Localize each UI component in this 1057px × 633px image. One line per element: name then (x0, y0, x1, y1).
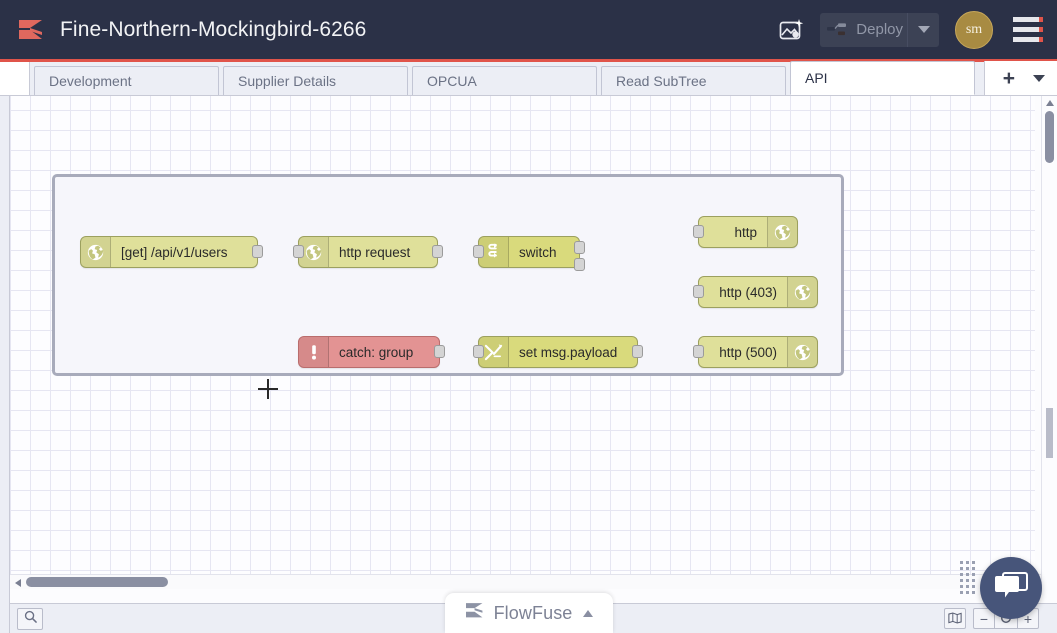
node-label: set msg.payload (519, 344, 618, 360)
tab-supplier-details[interactable]: Supplier Details (223, 66, 408, 95)
tab-api[interactable]: API (790, 61, 975, 95)
node-input-port[interactable] (473, 345, 484, 358)
flowfuse-logo-icon (465, 601, 487, 626)
node-label: catch: group (339, 344, 414, 360)
header-actions: Deploy sm (770, 9, 1057, 51)
ai-image-sparkle-icon[interactable] (770, 9, 812, 51)
node-catch[interactable]: catch: group (298, 336, 445, 368)
node-output-port[interactable] (252, 245, 263, 258)
deploy-dropdown-button[interactable] (907, 12, 939, 47)
node-switch[interactable]: switch (473, 236, 585, 271)
node-label: http (734, 224, 757, 240)
hamburger-menu-icon[interactable] (1013, 17, 1043, 42)
tabbar-left-stub (0, 62, 30, 95)
node-input-port[interactable] (473, 245, 484, 258)
minimap-button[interactable] (944, 608, 966, 629)
globe-icon (787, 277, 817, 307)
map-icon (948, 611, 962, 627)
node-http-response-403[interactable]: http (403) (693, 276, 818, 308)
app-header: Fine-Northern-Mockingbird-6266 (0, 0, 1057, 62)
flowfuse-branding-pill[interactable]: FlowFuse (445, 593, 613, 633)
deploy-nodes-icon (820, 21, 854, 39)
node-http-response-200[interactable]: http (693, 216, 798, 248)
deploy-button[interactable]: Deploy (820, 12, 939, 47)
scroll-up-arrow-icon[interactable] (1046, 100, 1054, 106)
node-output-port[interactable] (632, 345, 643, 358)
node-output-port-1[interactable] (574, 241, 585, 254)
drag-dots-icon[interactable] (960, 561, 975, 594)
flow-canvas[interactable]: [get] /api/v1/users http request (0, 96, 1057, 633)
flowfuse-logo-icon (16, 15, 46, 45)
chat-bubble-icon (994, 571, 1028, 606)
avatar[interactable]: sm (955, 10, 993, 49)
node-http-request[interactable]: http request (293, 236, 443, 268)
chevron-down-icon (917, 26, 930, 33)
node-input-port[interactable] (693, 285, 704, 298)
flowfuse-label: FlowFuse (493, 602, 573, 623)
node-label: http (403) (719, 284, 777, 300)
node-label: http request (339, 244, 411, 260)
flow-tabbar: Development Supplier Details OPCUA Read … (0, 61, 1057, 96)
node-input-port[interactable] (693, 225, 704, 238)
tab-menu-chevron-down-icon[interactable] (1033, 74, 1045, 82)
node-label: http (500) (719, 344, 777, 360)
node-http-response-500[interactable]: http (500) (693, 336, 818, 368)
node-label: [get] /api/v1/users (121, 244, 228, 260)
search-button[interactable] (17, 607, 43, 630)
globe-icon (299, 237, 329, 267)
tab-read-subtree[interactable]: Read SubTree (601, 66, 786, 95)
zoom-out-button[interactable]: − (973, 608, 995, 629)
vertical-scroll-thumb[interactable] (1045, 111, 1054, 163)
search-icon (24, 610, 37, 628)
canvas-grid[interactable]: [get] /api/v1/users http request (10, 96, 1035, 589)
vertical-scroll-marker (1046, 408, 1053, 458)
add-tab-button[interactable]: + (1002, 66, 1015, 90)
node-change-set-payload[interactable]: set msg.payload (473, 336, 643, 368)
page-title: Fine-Northern-Mockingbird-6266 (60, 17, 367, 41)
canvas-cursor-crosshair (258, 379, 278, 399)
globe-icon (767, 217, 797, 247)
tab-opcua[interactable]: OPCUA (412, 66, 597, 95)
node-output-port[interactable] (432, 245, 443, 258)
canvas-vertical-scrollbar[interactable] (1041, 96, 1057, 589)
switch-icon (479, 237, 509, 267)
node-output-port[interactable] (434, 345, 445, 358)
node-input-port[interactable] (693, 345, 704, 358)
canvas-left-gutter (0, 96, 10, 633)
scroll-left-arrow-icon[interactable] (15, 579, 21, 587)
horizontal-scroll-thumb[interactable] (26, 577, 168, 587)
node-output-port-2[interactable] (574, 258, 585, 271)
deploy-button-label: Deploy (856, 21, 903, 38)
tab-development[interactable]: Development (34, 66, 219, 95)
globe-icon (787, 337, 817, 367)
chat-button[interactable] (980, 557, 1042, 619)
tabbar-actions: + (983, 61, 1057, 95)
node-label: switch (519, 244, 557, 260)
node-input-port[interactable] (293, 245, 304, 258)
alert-icon (299, 337, 329, 367)
change-icon (479, 337, 509, 367)
canvas-horizontal-scrollbar[interactable] (10, 574, 1041, 589)
chevron-up-icon[interactable] (583, 609, 594, 617)
globe-icon (81, 237, 111, 267)
node-http-in[interactable]: [get] /api/v1/users (80, 236, 263, 268)
